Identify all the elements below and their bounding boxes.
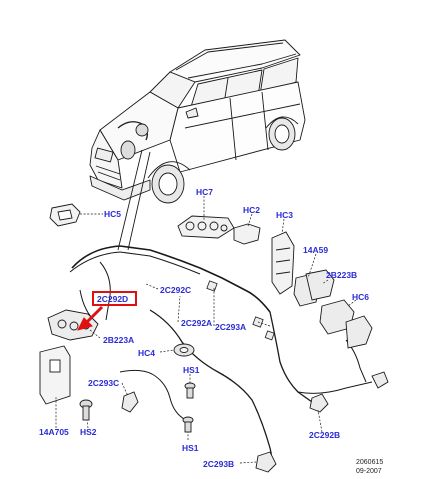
bolt-hs1-top — [184, 382, 196, 399]
bolt-hs2 — [79, 399, 93, 421]
label-2b223a[interactable]: 2B223A — [103, 335, 135, 345]
label-hc2[interactable]: HC2 — [243, 205, 261, 215]
label-hc6[interactable]: HC6 — [352, 292, 370, 302]
bolt-hs1-bottom — [182, 416, 194, 433]
connector-2c292b — [309, 371, 389, 413]
harness-assembly — [69, 245, 373, 469]
highlight-arrow — [77, 305, 104, 331]
label-hs1-top[interactable]: HS1 — [183, 365, 200, 375]
label-hs1-bottom[interactable]: HS1 — [182, 443, 199, 453]
label-hc3[interactable]: HC3 — [276, 210, 294, 220]
reference-number: 2060615 — [356, 459, 384, 466]
label-hs2[interactable]: HS2 — [80, 427, 97, 437]
clip-hc2 — [233, 223, 261, 245]
label-2c292c[interactable]: 2C292C — [160, 285, 192, 295]
reference-date: 09-2007 — [356, 468, 382, 475]
sensor-2c293b — [255, 451, 277, 473]
label-hc4[interactable]: HC4 — [138, 348, 156, 358]
clip-hc7 — [177, 215, 235, 239]
label-2c292b[interactable]: 2C292B — [309, 430, 341, 440]
label-2c292a[interactable]: 2C292A — [181, 318, 213, 328]
sensor-2b223b — [305, 269, 335, 301]
label-2c293a[interactable]: 2C293A — [215, 322, 247, 332]
vehicle-illustration — [89, 39, 306, 204]
grommet-hc4 — [173, 343, 195, 357]
sensor-2c293c — [121, 391, 139, 413]
leader-lines — [55, 196, 357, 464]
label-2b223b[interactable]: 2B223B — [326, 270, 358, 280]
clip-hc5 — [49, 203, 81, 227]
label-hc5[interactable]: HC5 — [104, 209, 122, 219]
label-hc7[interactable]: HC7 — [196, 187, 214, 197]
bracket-14a705 — [39, 345, 71, 405]
label-14a705[interactable]: 14A705 — [39, 427, 69, 437]
label-2c292d[interactable]: 2C292D — [97, 294, 129, 304]
label-2c293c[interactable]: 2C293C — [88, 378, 120, 388]
connector-hc6 — [319, 299, 373, 349]
label-14a59[interactable]: 14A59 — [303, 245, 329, 255]
highlight-box — [92, 291, 137, 306]
clip-hc3 — [271, 231, 295, 295]
label-2c293b[interactable]: 2C293B — [203, 459, 235, 469]
